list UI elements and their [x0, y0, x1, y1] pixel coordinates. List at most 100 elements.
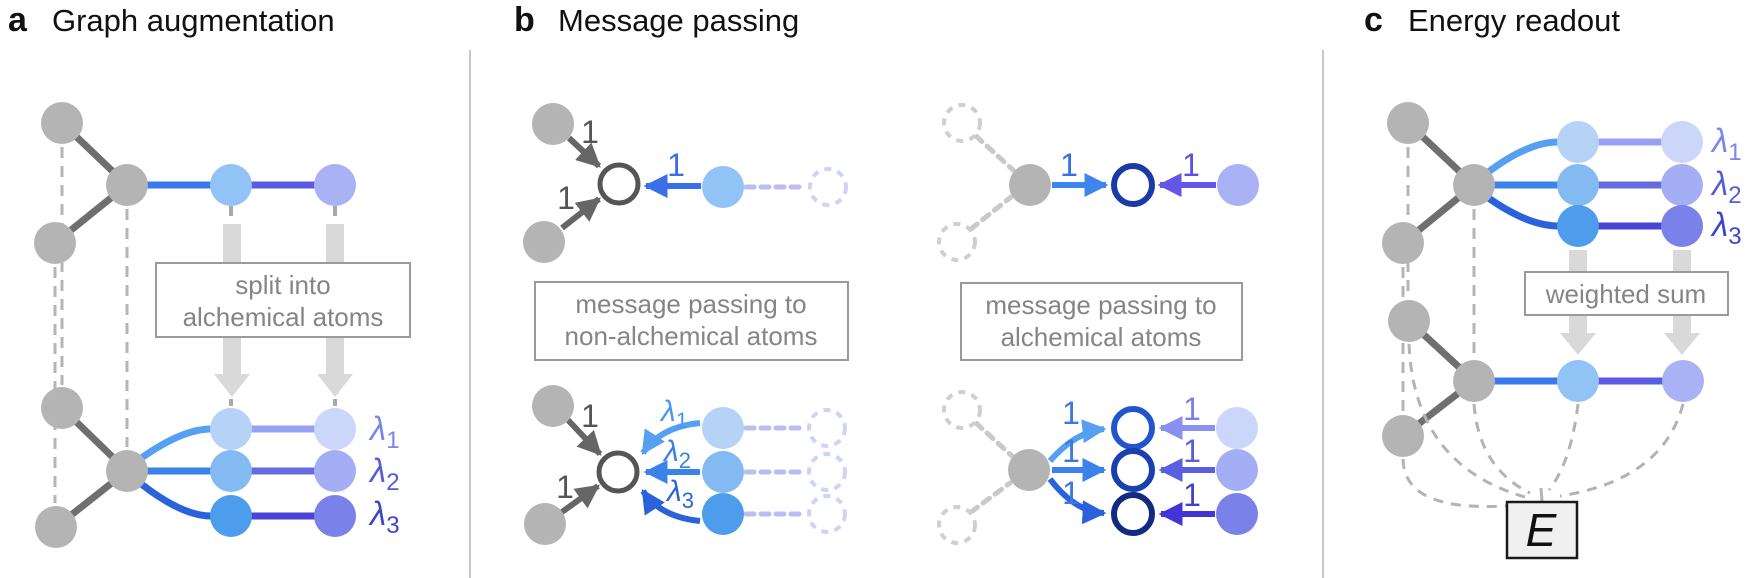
weighted-sum-arrow-head — [1664, 333, 1700, 355]
weighted-sum-arrow-shaft — [1673, 250, 1691, 273]
weighted-sum-arrow-shaft — [1569, 250, 1587, 273]
message-arrow-gray — [560, 483, 600, 515]
lambda-1-label: λ1 — [368, 410, 400, 454]
split-arrow-head — [317, 374, 353, 397]
panel-b-bottom-left-graph: 1 1 λ1 λ2 λ3 — [524, 385, 847, 545]
alchemical-atom-node-periwinkle-1 — [314, 408, 356, 450]
alchemical-atom-node-periwinkle-3 — [314, 495, 356, 537]
ghost-connector-line — [968, 194, 1014, 232]
lambda-3-label: λ3 — [1710, 206, 1742, 250]
energy-symbol: E — [1526, 504, 1558, 556]
alchemical-atom-node-blue-2 — [702, 451, 744, 493]
split-arrow-shaft — [326, 337, 344, 375]
alchemical-atom-node-blue-3 — [210, 495, 252, 537]
weight-label: 1 — [1060, 147, 1078, 183]
fan-bond-lambda1 — [1483, 138, 1562, 177]
alchemical-atom-node-periwinkle-1 — [1216, 407, 1258, 449]
weight-label: 1 — [667, 147, 685, 183]
panel-c-collapsed-graph — [1382, 300, 1704, 457]
message-arrow-gray — [560, 196, 601, 231]
energy-dash-link — [1547, 403, 1580, 491]
weight-label: 1 — [1183, 477, 1201, 513]
weight-label: 1 — [1062, 395, 1080, 431]
split-annotation-box — [155, 262, 411, 338]
split-arrow-head — [214, 374, 250, 397]
lambda-3-label: λ3 — [368, 495, 400, 539]
panel-a-augmented-graph — [35, 387, 356, 548]
panel-b-top-right-graph: 1 1 — [937, 103, 1259, 262]
panel-a-letter: a — [8, 1, 28, 39]
weight-label: 1 — [1062, 433, 1080, 469]
alchemical-annotation-box — [960, 282, 1243, 361]
panel-b-top-left-graph: 1 1 1 — [523, 103, 848, 263]
ghost-atom-node — [807, 408, 847, 448]
energy-readout-links — [1401, 343, 1685, 509]
split-box-line1: split into — [235, 270, 330, 300]
fan-bond-lambda3 — [136, 479, 215, 520]
alchemical-atom-node-periwinkle-3 — [1661, 205, 1703, 247]
lambda-3-weight-label: λ3 — [665, 475, 694, 513]
alchemical-atom-node-blue — [702, 166, 744, 208]
fan-bond-lambda1 — [136, 425, 215, 463]
energy-dash-stub — [1539, 487, 1544, 502]
ghost-connector-line — [973, 133, 1016, 173]
panel-a-original-graph — [34, 102, 356, 264]
gray-atom-node — [1453, 164, 1495, 206]
receiver-node-ring-navy-1 — [1111, 406, 1155, 450]
alchemical-atom-node-periwinkle — [1662, 360, 1704, 402]
energy-dash-link — [1472, 403, 1531, 495]
weight-label: 1 — [1183, 433, 1201, 469]
split-arrow-shaft — [223, 224, 241, 264]
panel-a-title: Graph augmentation — [52, 3, 335, 38]
panel-b: b Message passing 1 1 1 — [514, 1, 1259, 545]
weight-label: 1 — [581, 114, 599, 150]
weighted-sum-box-text: weighted sum — [1545, 279, 1706, 309]
message-arrow-lambda3 — [640, 488, 701, 524]
weighted-sum-box — [1524, 271, 1729, 316]
alchemical-atom-node-blue-2 — [1557, 164, 1599, 206]
alchemical-box-line1: message passing to — [985, 290, 1216, 320]
ghost-atom-node — [808, 167, 848, 207]
lambda-2-label: λ2 — [1710, 165, 1742, 209]
ghost-atom-node — [807, 452, 847, 492]
ghost-atom-node — [807, 494, 847, 534]
alchemical-atom-node-blue-1 — [210, 408, 252, 450]
gray-atom-node — [1009, 164, 1051, 206]
ghost-connector-line — [973, 420, 1015, 459]
non-alchemical-box-line1: message passing to — [575, 289, 806, 319]
alchemical-atom-node-blue-1 — [702, 407, 744, 449]
alchemical-atom-node-periwinkle-2 — [1216, 449, 1258, 491]
alchemical-atom-node-periwinkle — [314, 164, 356, 206]
panel-b-letter: b — [514, 1, 535, 39]
energy-box — [1505, 500, 1579, 560]
alchemical-atom-node-blue-2 — [210, 450, 252, 492]
weighted-sum-arrow-shaft — [1673, 315, 1691, 334]
gray-atom-node — [523, 221, 565, 263]
gray-atom-node — [532, 385, 574, 427]
ghost-atom-node — [937, 505, 977, 545]
alchemical-atom-node-periwinkle — [1217, 164, 1259, 206]
alchemical-atom-node-periwinkle-2 — [1661, 164, 1703, 206]
alchemical-atom-node-periwinkle-3 — [1216, 493, 1258, 535]
split-arrow-shaft — [326, 224, 344, 264]
panel-b-bottom-right-graph: 1 1 1 1 1 1 — [937, 390, 1258, 545]
message-arrow-lambda1 — [640, 420, 701, 456]
gray-atom-node — [1387, 102, 1429, 144]
gray-atom-node — [106, 164, 148, 206]
panel-a: a Graph augmentation split into — [8, 1, 411, 548]
lambda-1-label: λ1 — [1710, 122, 1742, 166]
alchemical-atom-node-periwinkle-2 — [314, 450, 356, 492]
split-arrow-shaft — [223, 337, 241, 375]
gray-atom-node — [1388, 300, 1430, 342]
message-arrow-gray — [566, 135, 602, 169]
non-alchemical-box-line2: non-alchemical atoms — [565, 321, 818, 351]
alchemical-atom-node-blue-3 — [702, 493, 744, 535]
ghost-atom-node — [942, 103, 982, 143]
panel-c-augmented-graph — [1382, 102, 1703, 264]
ghost-connector-line — [968, 480, 1013, 515]
weighted-sum-arrow-head — [1560, 333, 1596, 355]
energy-dash-link — [1401, 458, 1519, 509]
alchemical-atom-node-blue — [1557, 360, 1599, 402]
receiver-node-ring-navy — [1111, 163, 1155, 207]
